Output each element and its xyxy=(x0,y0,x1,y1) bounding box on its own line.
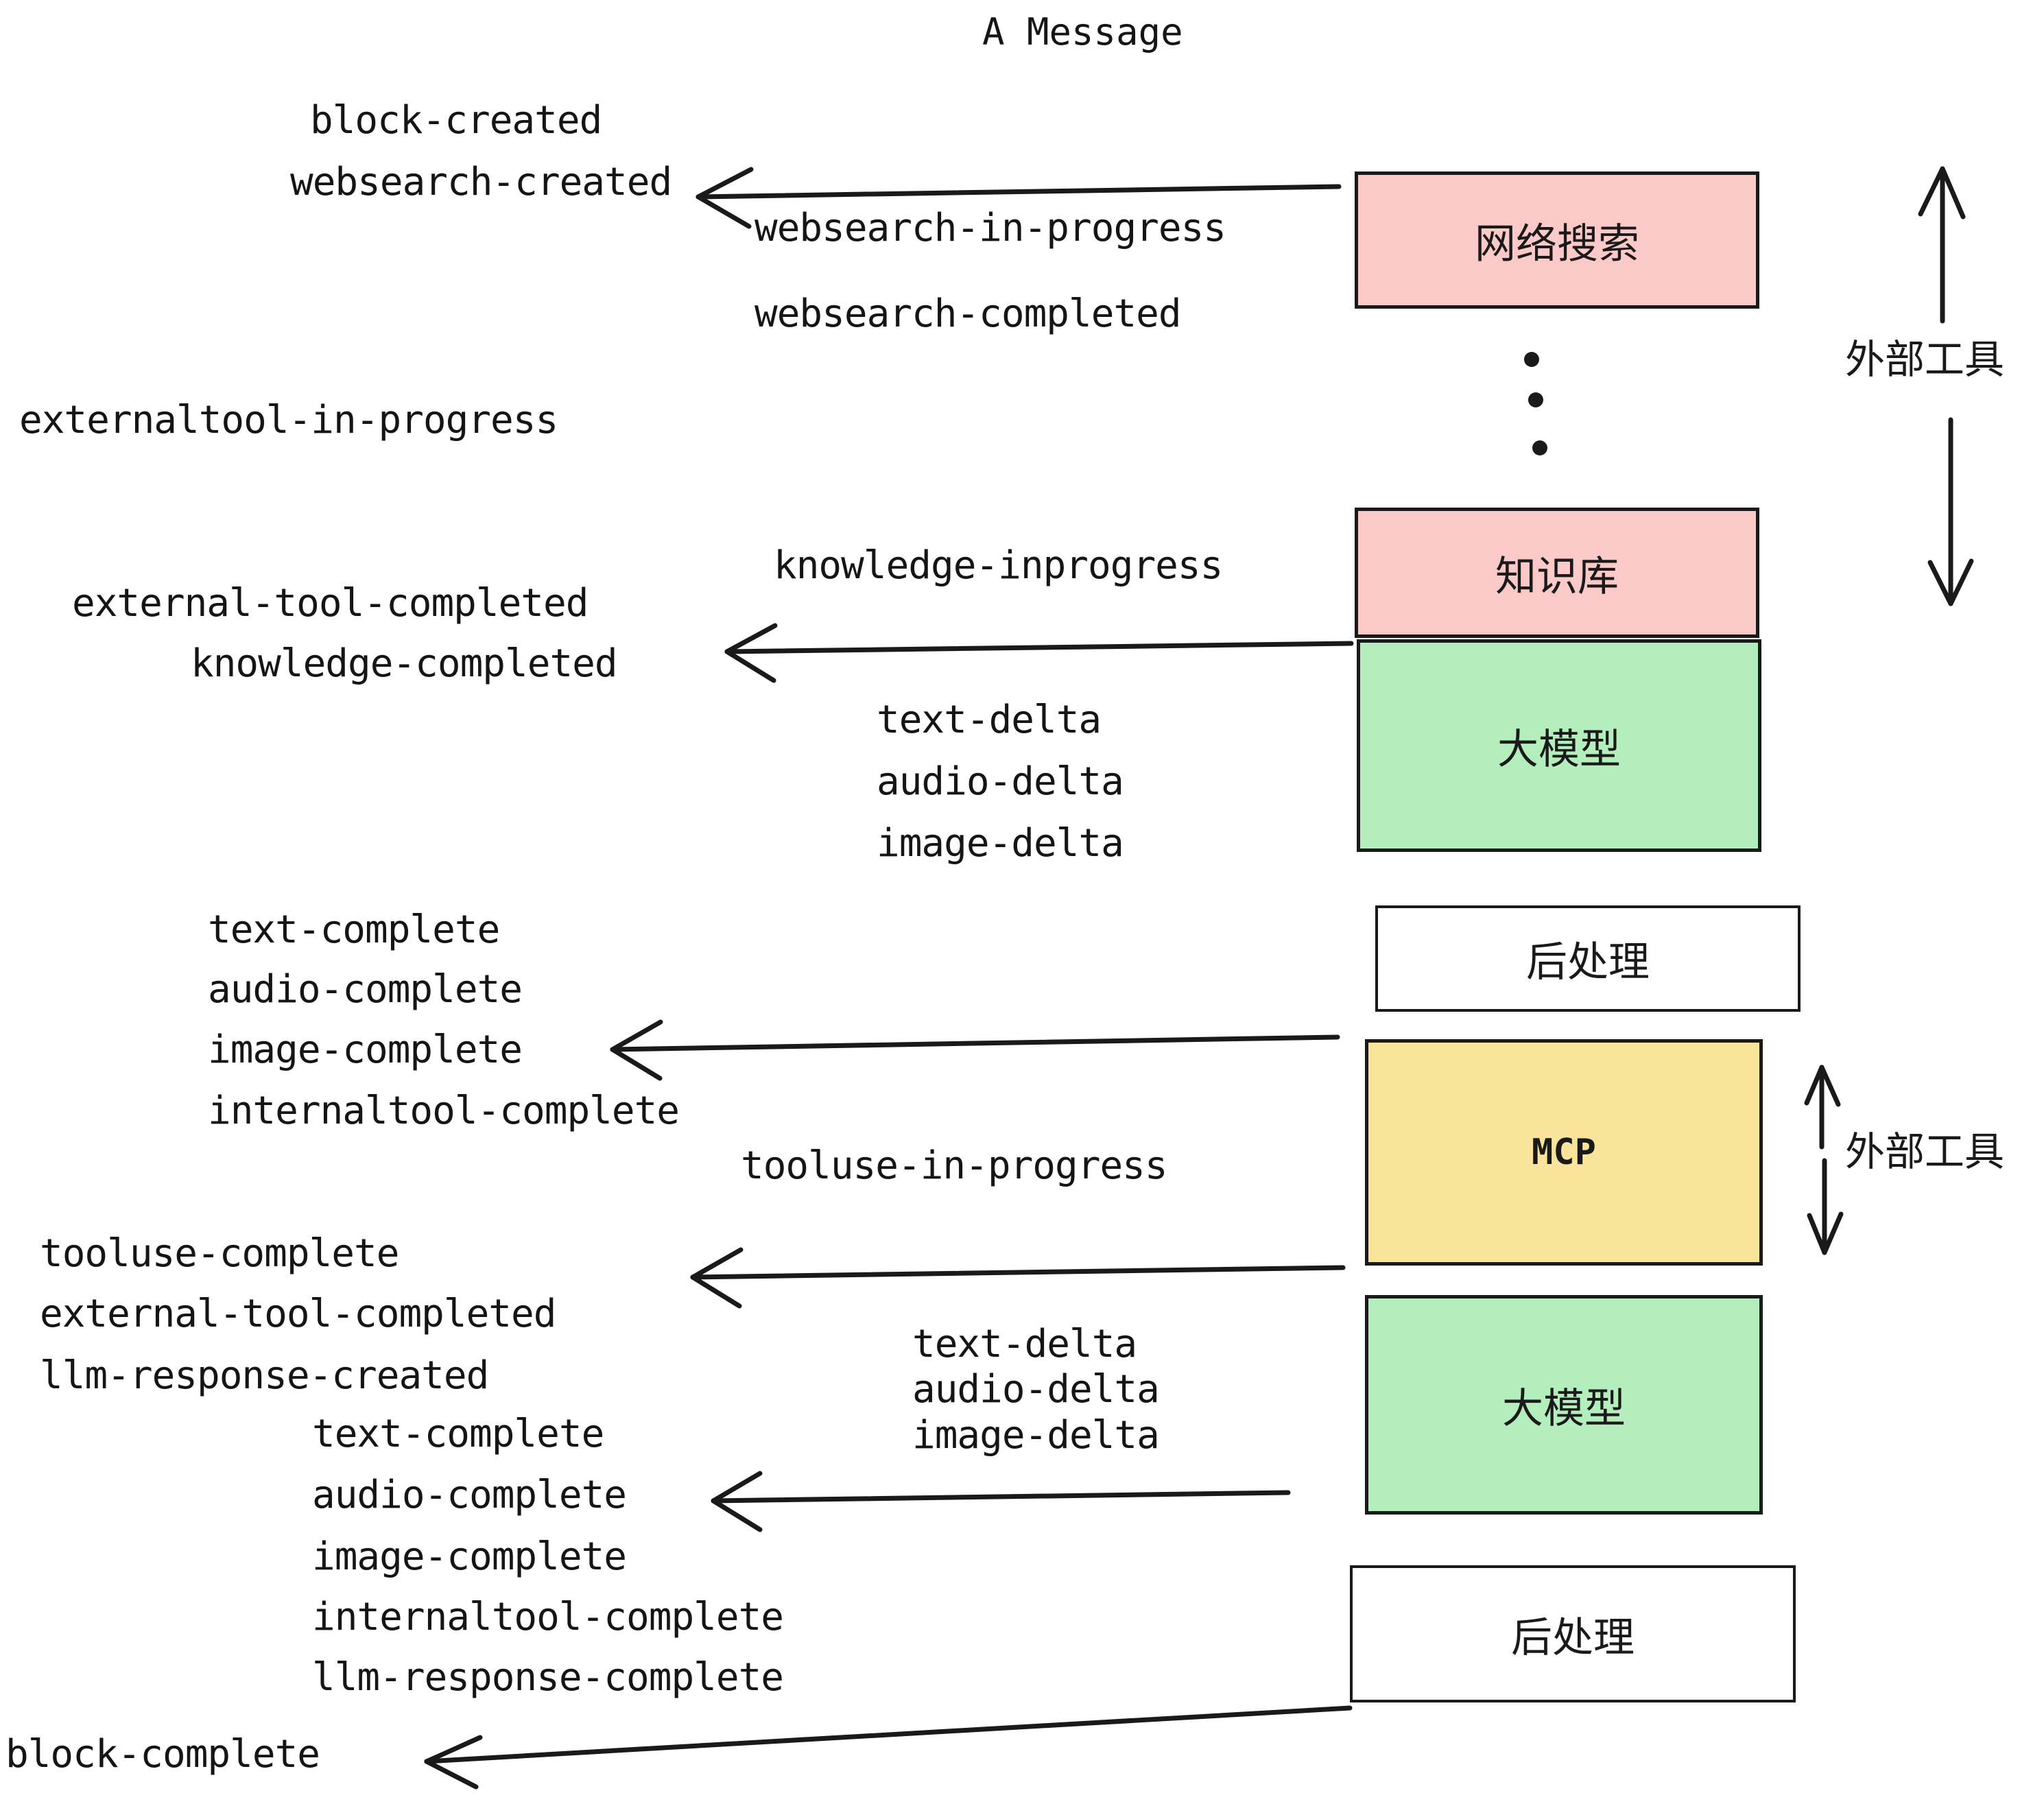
event-tooluse-complete: tooluse-complete xyxy=(40,1231,399,1276)
event-llm-response-complete: llm-response-complete xyxy=(312,1655,784,1700)
bracket-external-tools-bottom xyxy=(1804,1065,1844,1255)
event-external-tool-completed-2: external-tool-completed xyxy=(40,1292,556,1336)
arrow-llm1-to-events xyxy=(610,1019,1340,1081)
box-knowledgebase-label: 知识库 xyxy=(1495,552,1619,601)
event-text-complete-2: text-complete xyxy=(312,1412,604,1456)
box-knowledgebase[interactable]: 知识库 xyxy=(1355,508,1759,638)
box-llm-2-label: 大模型 xyxy=(1502,1384,1626,1433)
event-audio-complete-1: audio-complete xyxy=(208,967,523,1012)
event-block-created: block-created xyxy=(310,98,602,143)
box-postprocess-1-label: 后处理 xyxy=(1526,938,1650,986)
box-postprocess-2[interactable]: 后处理 xyxy=(1350,1565,1796,1702)
box-mcp-label: MCP xyxy=(1532,1132,1596,1173)
box-llm-1[interactable]: 大模型 xyxy=(1357,639,1761,852)
event-audio-complete-2: audio-complete xyxy=(312,1473,627,1517)
event-externaltool-in-progress: externaltool-in-progress xyxy=(19,398,558,442)
ellipsis-dot-2 xyxy=(1528,392,1543,407)
event-websearch-in-progress: websearch-in-progress xyxy=(754,206,1226,250)
ellipsis-dot-1 xyxy=(1524,352,1539,367)
event-websearch-completed: websearch-completed xyxy=(754,292,1182,336)
event-internaltool-complete-1: internaltool-complete xyxy=(208,1089,680,1133)
event-image-complete-1: image-complete xyxy=(208,1028,523,1072)
box-postprocess-2-label: 后处理 xyxy=(1511,1613,1635,1662)
event-image-complete-2: image-complete xyxy=(312,1534,627,1579)
box-websearch-label: 网络搜索 xyxy=(1475,219,1639,268)
event-audio-delta-1: audio-delta xyxy=(877,759,1124,804)
box-llm-1-label: 大模型 xyxy=(1497,725,1621,774)
event-external-tool-completed-1: external-tool-completed xyxy=(72,581,589,626)
event-llm-response-created: llm-response-created xyxy=(40,1353,489,1398)
diagram-title: A Message xyxy=(982,10,1183,54)
event-text-delta-2: text-delta xyxy=(912,1322,1137,1366)
event-image-delta-1: image-delta xyxy=(877,821,1124,866)
event-text-delta-1: text-delta xyxy=(877,698,1102,742)
event-block-complete: block-complete xyxy=(5,1732,320,1777)
event-websearch-created: websearch-created xyxy=(290,160,672,204)
arrow-mcp-to-events xyxy=(690,1247,1346,1309)
event-knowledge-inprogress: knowledge-inprogress xyxy=(774,543,1223,588)
event-audio-delta-2: audio-delta xyxy=(912,1367,1160,1412)
event-text-complete-1: text-complete xyxy=(208,907,500,952)
event-tooluse-in-progress: tooluse-in-progress xyxy=(741,1143,1168,1188)
event-knowledge-completed: knowledge-completed xyxy=(191,641,618,686)
box-llm-2[interactable]: 大模型 xyxy=(1365,1295,1763,1515)
box-mcp[interactable]: MCP xyxy=(1365,1039,1763,1266)
arrow-llm2-to-events xyxy=(711,1471,1291,1532)
ellipsis-dot-3 xyxy=(1532,440,1547,455)
annotation-external-tools-bottom: 外部工具 xyxy=(1845,1128,2005,1175)
box-websearch[interactable]: 网络搜索 xyxy=(1355,171,1759,309)
arrow-knowledge-to-events xyxy=(724,623,1354,683)
arrow-postprocess2-to-block-complete xyxy=(424,1705,1353,1790)
annotation-external-tools-top: 外部工具 xyxy=(1845,336,2005,383)
box-postprocess-1[interactable]: 后处理 xyxy=(1375,905,1801,1012)
event-internaltool-complete-2: internaltool-complete xyxy=(312,1595,784,1639)
event-image-delta-2: image-delta xyxy=(912,1413,1160,1458)
bracket-external-tools-top xyxy=(1918,166,1974,606)
